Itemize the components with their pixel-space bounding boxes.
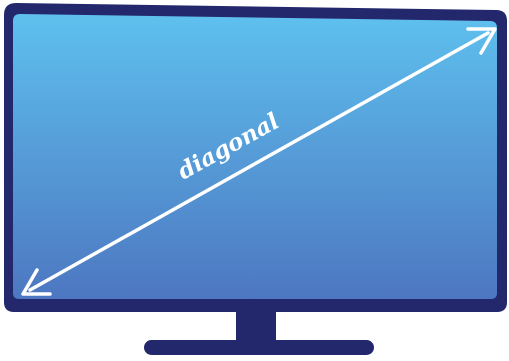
monitor-screen: [13, 14, 497, 299]
stand-base: [144, 340, 374, 355]
stand-neck: [236, 308, 276, 344]
